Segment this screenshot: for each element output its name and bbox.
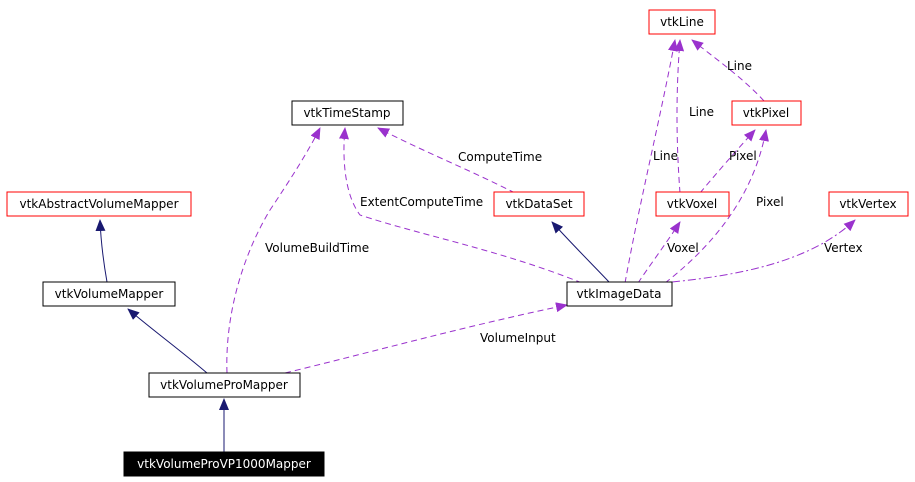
label-extentcomputetime: ExtentComputeTime: [360, 195, 483, 209]
edge-volumemapper-to-abstractvolumemapper: [95, 219, 108, 283]
label-voxel: Voxel: [667, 241, 699, 255]
edge-imagedata-to-pixel: [664, 129, 769, 284]
label-volumebuildtime: VolumeBuildTime: [265, 241, 369, 255]
node-vtkvolumemapper[interactable]: vtkVolumeMapper: [42, 281, 176, 307]
edge-dataset-to-timestamp: [377, 127, 516, 194]
node-vtkvolumepromapper-label: vtkVolumeProMapper: [160, 378, 288, 392]
node-vtkimagedata[interactable]: vtkImageData: [566, 281, 673, 307]
node-vtkvertex-label: vtkVertex: [839, 197, 896, 211]
label-vertex: Vertex: [824, 241, 863, 255]
edge-imagedata-to-timestamp: [338, 127, 583, 284]
node-vtkline[interactable]: vtkLine: [648, 9, 716, 35]
edge-imagedata-to-dataset: [551, 221, 611, 284]
node-vtkpixel[interactable]: vtkPixel: [731, 100, 802, 126]
edge-imagedata-to-vertex: [671, 219, 856, 283]
edge-volumepromapper-to-timestamp: [226, 127, 321, 374]
node-vtktimestamp[interactable]: vtkTimeStamp: [291, 100, 404, 126]
node-vtkdataset[interactable]: vtkDataSet: [493, 191, 585, 217]
label-voxel-pixel: Pixel: [729, 149, 757, 163]
node-vtkabstractvolumemapper[interactable]: vtkAbstractVolumeMapper: [6, 191, 192, 217]
edge-imagedata-to-volumepromapper: [284, 302, 568, 374]
edge-volumepromapper-to-volumemapper: [127, 308, 208, 374]
label-computetime: ComputeTime: [458, 150, 542, 164]
node-vtkvertex[interactable]: vtkVertex: [828, 191, 909, 217]
node-vtkvolumeprovp1000mapper: vtkVolumeProVP1000Mapper: [123, 451, 325, 477]
node-vtkvolumepromapper[interactable]: vtkVolumeProMapper: [148, 372, 301, 398]
label-pixel-line: Line: [727, 59, 752, 73]
node-vtkabstractvolumemapper-label: vtkAbstractVolumeMapper: [19, 197, 178, 211]
edge-imagedata-to-line: [624, 39, 678, 284]
label-imagedata-pixel: Pixel: [756, 195, 784, 209]
node-vtkline-label: vtkLine: [660, 15, 704, 29]
node-vtkvolumemapper-label: vtkVolumeMapper: [55, 287, 164, 301]
node-vtkpixel-label: vtkPixel: [743, 106, 790, 120]
node-vtktimestamp-label: vtkTimeStamp: [303, 106, 390, 120]
edge-pixel-to-line: [691, 39, 765, 102]
node-vtkimagedata-label: vtkImageData: [577, 287, 662, 301]
node-vtkdataset-label: vtkDataSet: [505, 197, 572, 211]
label-voxel-line: Line: [689, 105, 714, 119]
edge-imagedata-to-voxel: [637, 221, 681, 284]
label-volumeinput: VolumeInput: [480, 331, 556, 345]
edge-voxel-to-line: [674, 39, 685, 194]
node-vtkvolumeprovp1000mapper-label: vtkVolumeProVP1000Mapper: [137, 457, 311, 471]
label-imagedata-line: Line: [653, 149, 678, 163]
edge-voxel-to-pixel: [699, 129, 756, 194]
node-vtkvoxel-label: vtkVoxel: [667, 197, 717, 211]
node-vtkvoxel[interactable]: vtkVoxel: [655, 191, 730, 217]
